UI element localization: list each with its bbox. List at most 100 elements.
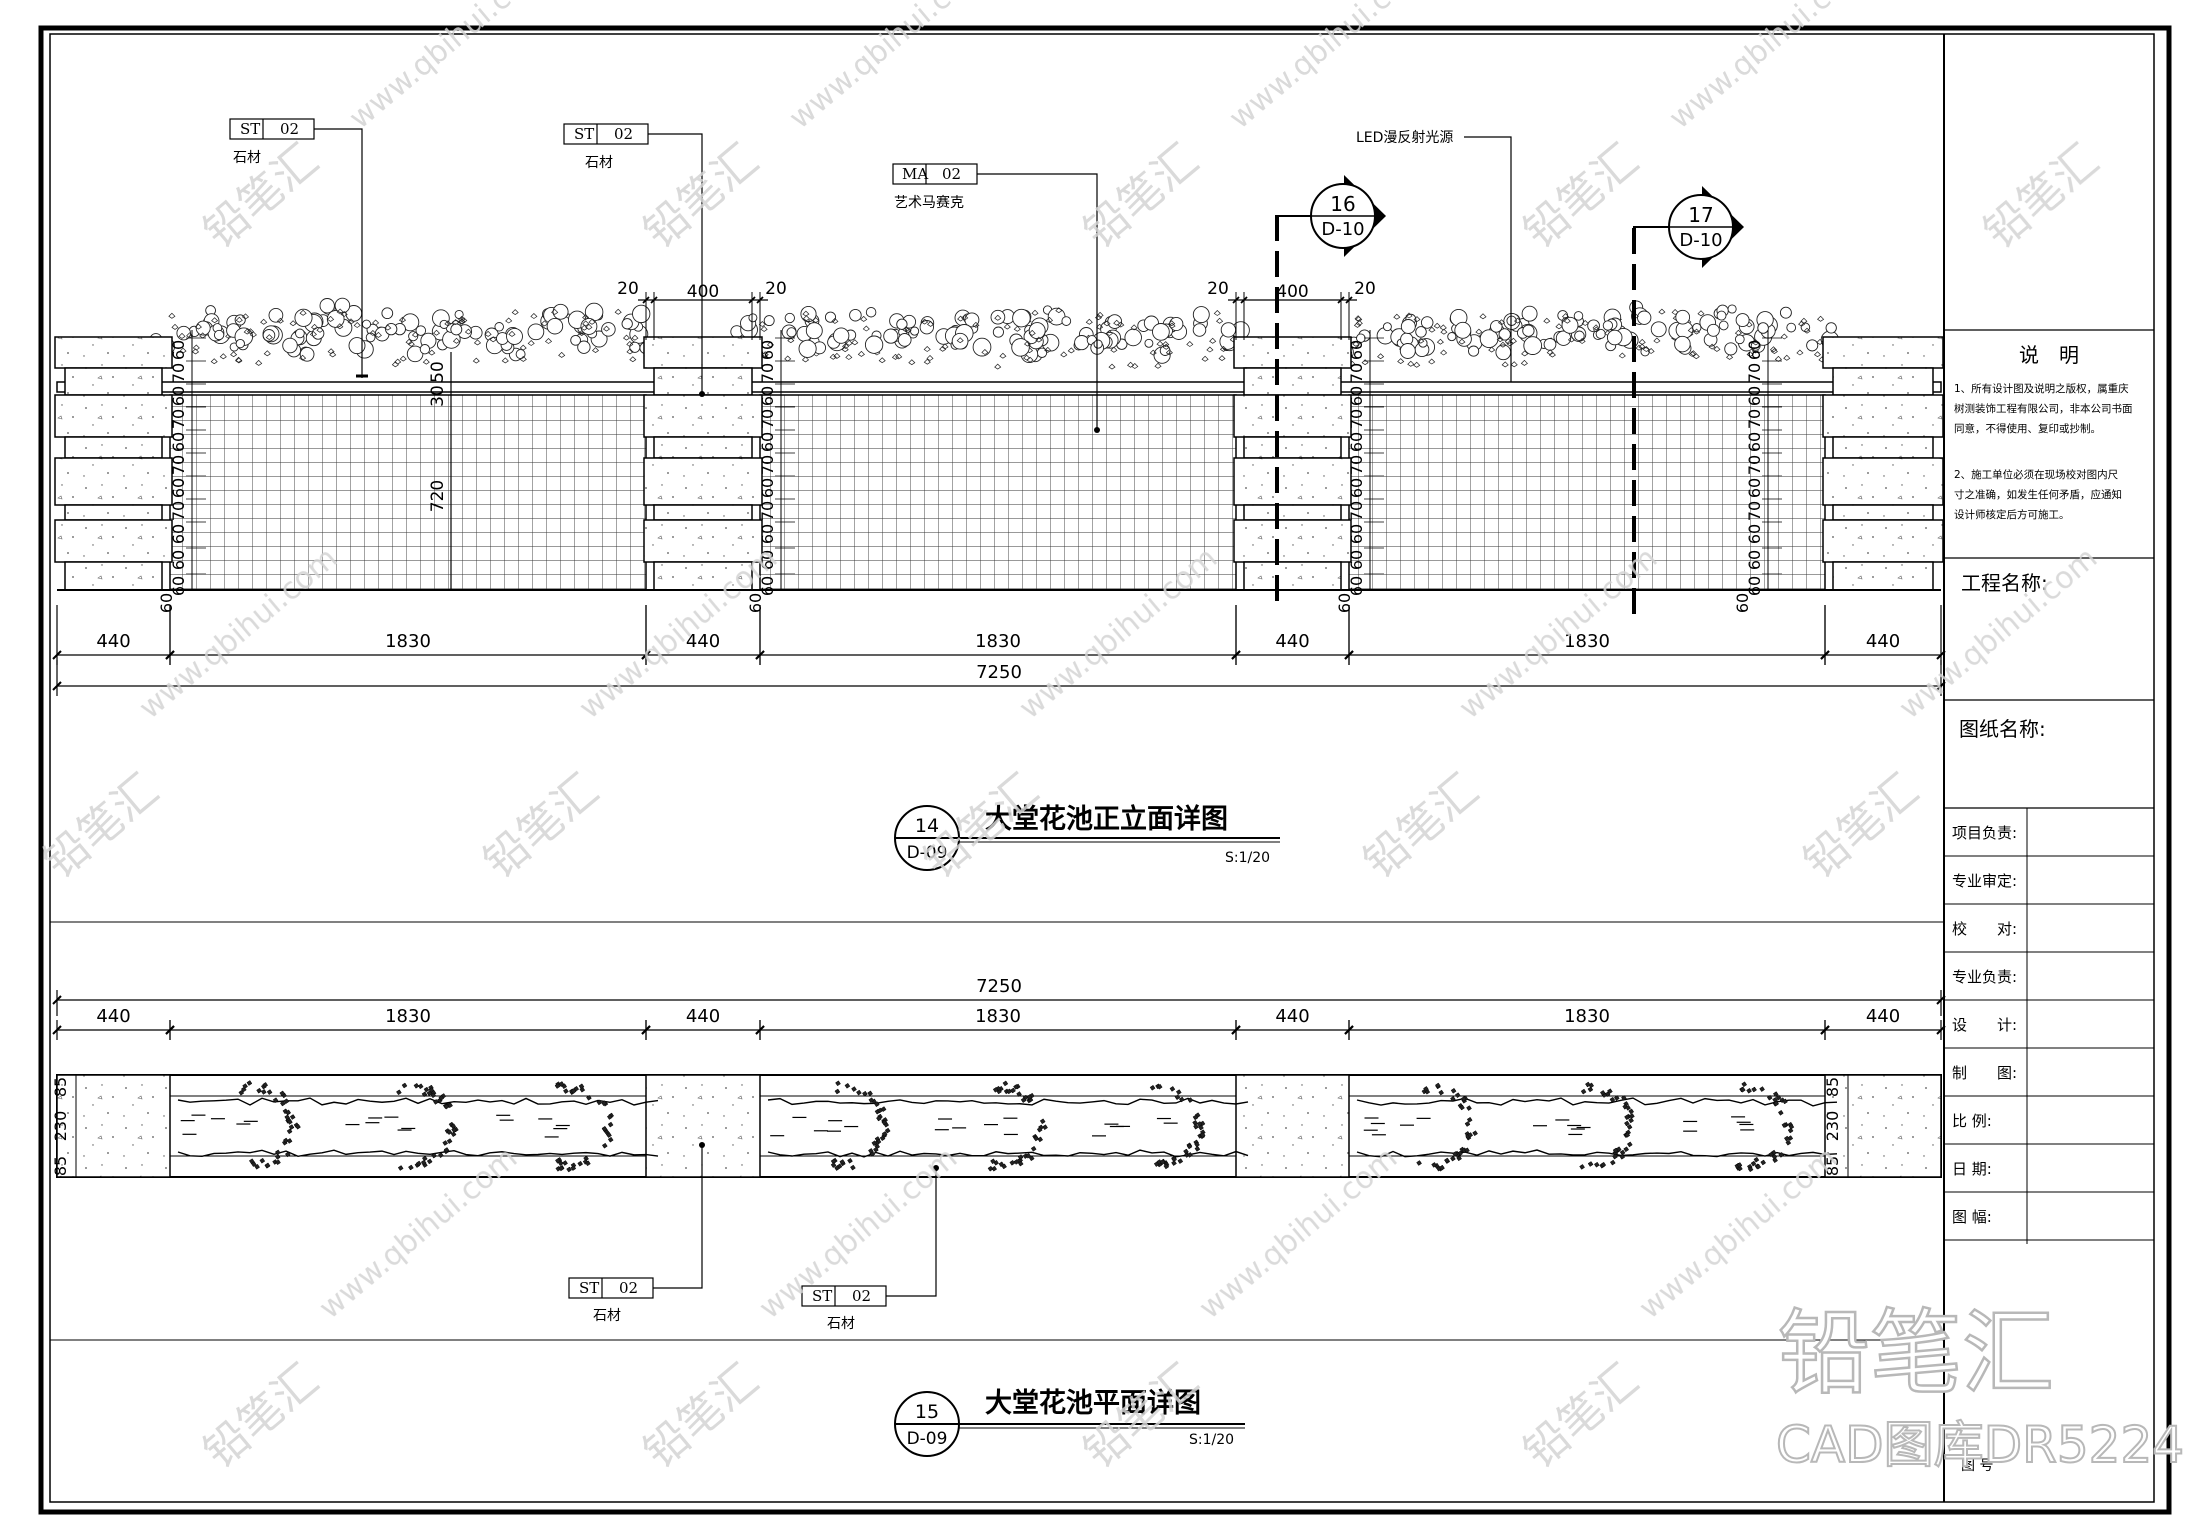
svg-text:60: 60	[169, 478, 188, 498]
svg-text:50: 50	[428, 361, 448, 383]
svg-text:70: 70	[169, 501, 188, 521]
dimension-text: 440	[1866, 631, 1900, 652]
tb-row-label: 图 幅:	[1952, 1208, 1992, 1226]
svg-text:20: 20	[765, 279, 787, 299]
shrub	[406, 309, 526, 364]
watermark-brand: 铅笔汇	[1514, 1355, 1648, 1479]
svg-text:60: 60	[1733, 593, 1752, 613]
shrub	[1668, 304, 1766, 360]
svg-text:70: 70	[758, 363, 777, 383]
watermark-brand: 铅笔汇	[34, 765, 168, 889]
plan-shrub	[934, 1080, 1048, 1172]
svg-text:70: 70	[1745, 501, 1764, 521]
watermark-brand: 铅笔汇	[1514, 135, 1648, 259]
svg-text:60: 60	[1347, 550, 1366, 570]
svg-text:60: 60	[1745, 478, 1764, 498]
dimension-text: 440	[686, 1006, 720, 1027]
svg-text:70: 70	[758, 409, 777, 429]
tb-row-label: 比 例:	[1952, 1112, 1992, 1130]
stamp-code: CAD图库DR5224	[1776, 1416, 2184, 1474]
dimension-text: 7250	[976, 662, 1022, 683]
svg-text:70: 70	[1347, 501, 1366, 521]
plan-bed	[170, 1080, 659, 1173]
svg-text:60: 60	[169, 576, 188, 596]
tag-num: 02	[280, 120, 299, 138]
svg-text:60: 60	[169, 340, 188, 360]
tb-row-label: 专业负责:	[1952, 968, 2017, 986]
watermark-brand: 铅笔汇	[1354, 765, 1488, 889]
svg-text:85: 85	[1823, 1156, 1842, 1176]
dimension-text: 440	[96, 1006, 130, 1027]
label-led: LED漫反射光源	[1356, 130, 1512, 382]
view-sheet: D-09	[907, 1429, 948, 1449]
sheet-no-label: 图 号	[1961, 1458, 1993, 1474]
watermark-layer: 铅笔汇铅笔汇铅笔汇铅笔汇铅笔汇铅笔汇铅笔汇铅笔汇铅笔汇铅笔汇铅笔汇铅笔汇铅笔汇铅…	[34, 0, 2108, 1478]
outer-border	[38, 25, 2172, 1515]
notes-title: 说 明	[2019, 343, 2079, 367]
svg-text:60: 60	[1745, 386, 1764, 406]
section-mark-17: 17 D-10	[1633, 186, 1744, 268]
view-title: 大堂花池平面详图	[985, 1387, 1201, 1419]
svg-text:70: 70	[1347, 455, 1366, 475]
view-scale: S:1/20	[1189, 1432, 1234, 1448]
svg-text:20: 20	[1207, 279, 1229, 299]
svg-text:60: 60	[1347, 576, 1366, 596]
svg-text:60: 60	[758, 524, 777, 544]
watermark-brand: 铅笔汇	[194, 1355, 328, 1479]
svg-text:60: 60	[1347, 524, 1366, 544]
dimension-text: 1830	[975, 1006, 1021, 1027]
shrub	[282, 297, 387, 361]
svg-text:60: 60	[1745, 340, 1764, 360]
view-title: 大堂花池正立面详图	[985, 803, 1228, 835]
drawing-name-label: 图纸名称:	[1959, 717, 2046, 741]
shrub	[496, 303, 608, 364]
view-sheet: D-09	[907, 843, 948, 863]
svg-text:70: 70	[1745, 363, 1764, 383]
watermark-brand: 铅笔汇	[1074, 135, 1208, 259]
dimension-text: 1830	[1564, 631, 1610, 652]
watermark-brand: 铅笔汇	[194, 135, 328, 259]
plan-column	[56, 1074, 171, 1178]
svg-text:60: 60	[169, 432, 188, 452]
label-st02-a: ST 02 石材	[229, 118, 368, 378]
watermark-brand: 铅笔汇	[634, 1355, 768, 1479]
tag-num: 02	[619, 1279, 638, 1297]
stone-column	[1822, 336, 1944, 591]
inner-border	[49, 33, 2155, 1503]
svg-text:60: 60	[758, 550, 777, 570]
tb-row-label: 日 期:	[1952, 1160, 1992, 1178]
tag-text: LED漫反射光源	[1356, 130, 1453, 146]
planter-plan	[56, 1074, 1942, 1178]
svg-text:60: 60	[758, 478, 777, 498]
plan-title-block: 15 D-09 大堂花池平面详图 S:1/20	[894, 1387, 1245, 1457]
tb-row-label: 专业审定:	[1952, 872, 2017, 890]
svg-text:60: 60	[1745, 550, 1764, 570]
shrub	[546, 302, 652, 363]
svg-text:60: 60	[1745, 524, 1764, 544]
plan-shrub	[1091, 1083, 1206, 1170]
svg-text:60: 60	[758, 576, 777, 596]
svg-text:70: 70	[1745, 409, 1764, 429]
tb-row-label: 设 计:	[1952, 1016, 2017, 1034]
section-num: 17	[1688, 203, 1713, 227]
tag-num: 02	[852, 1287, 871, 1305]
svg-text:70: 70	[758, 455, 777, 475]
tag-text: 石材	[593, 1308, 621, 1324]
svg-text:20: 20	[1354, 279, 1376, 299]
plan-bed	[1349, 1081, 1838, 1173]
plan-shrub	[1533, 1081, 1635, 1170]
note-line: 2、施工单位必须在现场校对图内尺	[1954, 468, 2119, 481]
tag-code: ST	[579, 1279, 599, 1297]
note-line: 设计师核定后方可施工。	[1954, 508, 2070, 521]
dimension-text: 7250	[976, 976, 1022, 997]
plan-shrub	[496, 1081, 615, 1173]
svg-text:85: 85	[51, 1077, 70, 1097]
svg-text:60: 60	[1745, 432, 1764, 452]
svg-text:60: 60	[1347, 478, 1366, 498]
tb-row-label: 制 图:	[1952, 1064, 2017, 1082]
